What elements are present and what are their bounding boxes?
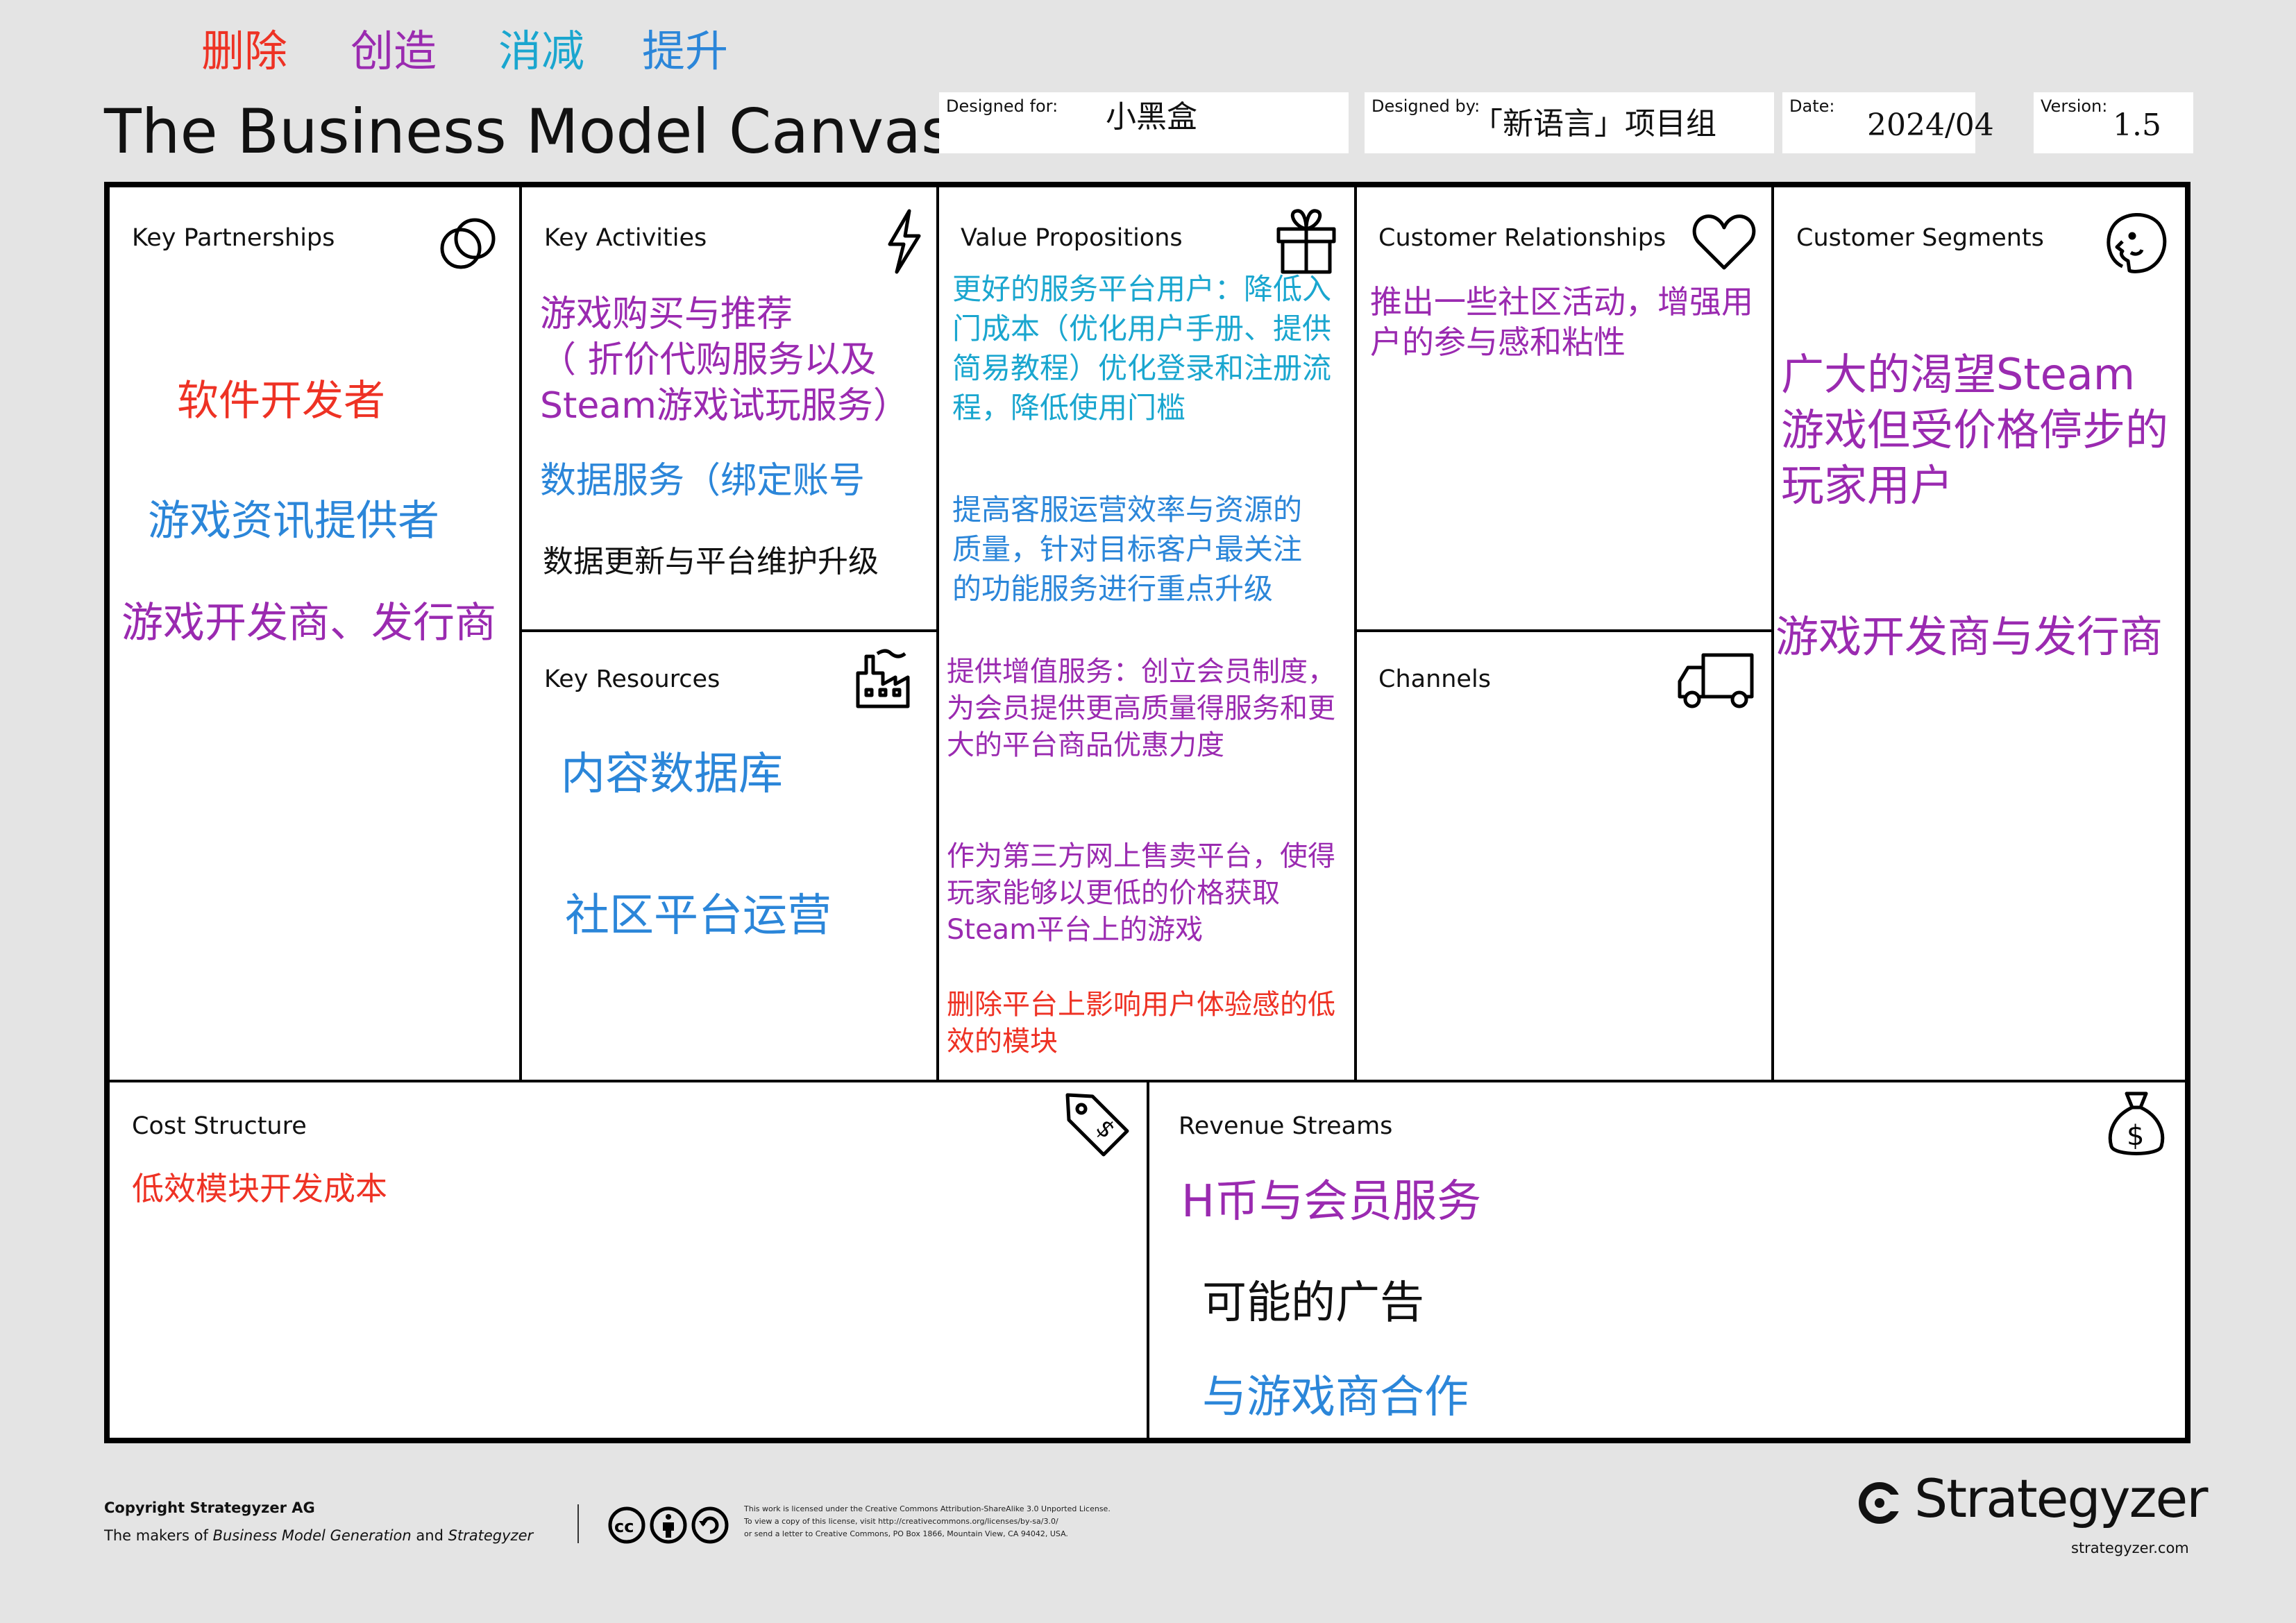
value-item: 删除平台上影响用户体验感的低效的模块 [947, 989, 1335, 1057]
divider [519, 629, 939, 632]
value-propositions-title: Value Propositions [961, 224, 1183, 252]
makers-company: Strategyzer [448, 1527, 534, 1544]
gift-icon [1273, 205, 1340, 275]
partner-item: 游戏开发商、发行商 [121, 599, 496, 647]
date-field[interactable]: Date: 2024/04 [1782, 92, 1994, 153]
truck-icon [1675, 651, 1756, 711]
channels-title: Channels [1378, 665, 1491, 693]
activity-item: 数据更新与平台维护升级 [543, 544, 879, 579]
makers-book: Business Model Generation [212, 1527, 412, 1544]
page-title: The Business Model Canvas [104, 96, 953, 167]
divider [1354, 187, 1357, 1082]
cost-structure-title: Cost Structure [132, 1112, 307, 1140]
activity-item: 游戏购买与推荐 [540, 294, 793, 335]
relationship-item: 推出一些社区活动，增强用户的参与感和粘性 [1370, 283, 1753, 361]
version-label: Version: [2041, 96, 2108, 116]
partner-item: 游戏资讯提供者 [148, 497, 439, 545]
key-resources-title: Key Resources [544, 665, 720, 693]
activity-item: Steam游戏试玩服务） [540, 385, 909, 427]
revenue-streams-title: Revenue Streams [1179, 1112, 1393, 1140]
partner-item: 软件开发者 [177, 377, 385, 425]
legend-create: 创造 [351, 26, 437, 76]
svg-text:cc: cc [614, 1517, 634, 1536]
version-field[interactable]: Version: 1.5 [2034, 92, 2193, 153]
date-label: Date: [1789, 96, 1835, 116]
divider [519, 187, 522, 1082]
makers-text: The makers of Business Model Generation … [104, 1527, 533, 1545]
revenue-item: 与游戏商合作 [1202, 1372, 1469, 1423]
segment-item: 游戏开发商与发行商 [1775, 611, 2163, 662]
segment-item: 广大的渴望Steam游戏但受价格停步的玩家用户 [1781, 349, 2169, 511]
footer-divider [577, 1504, 579, 1543]
designed-for-field[interactable]: Designed for: 小黑盒 [939, 92, 1349, 153]
copyright-text: Copyright Strategyzer AG [104, 1499, 315, 1516]
revenue-item: 可能的广告 [1202, 1277, 1424, 1329]
creative-commons-icon[interactable]: cc [607, 1506, 729, 1545]
face-icon [2102, 208, 2171, 278]
license-line: or send a letter to Creative Commons, PO… [744, 1529, 1068, 1538]
date-value: 2024/04 [1867, 108, 1994, 143]
makers-and: and [411, 1527, 448, 1544]
divider [1771, 187, 1774, 1082]
link-icon [434, 211, 501, 278]
svg-text:$: $ [2127, 1120, 2144, 1152]
designed-by-field[interactable]: Designed by: 「新语言」项目组 [1365, 92, 1774, 153]
money-bag-icon: $ [2103, 1089, 2170, 1162]
strategyzer-logo-icon [1859, 1482, 1902, 1524]
key-activities-title: Key Activities [544, 224, 707, 252]
cost-item: 低效模块开发成本 [132, 1170, 387, 1207]
value-item: 作为第三方网上售卖平台，使得玩家能够以更低的价格获取Steam平台上的游戏 [947, 840, 1335, 946]
business-model-canvas: Key Partnerships 软件开发者 游戏资讯提供者 游戏开发商、发行商… [104, 182, 2191, 1443]
license-line: This work is licensed under the Creative… [744, 1504, 1111, 1513]
divider [1147, 1080, 1149, 1438]
license-line[interactable]: To view a copy of this license, visit ht… [744, 1517, 1058, 1526]
designed-by-value: 「新语言」项目组 [1472, 106, 1716, 142]
heart-icon [1691, 212, 1757, 272]
factory-icon [852, 645, 919, 712]
price-tag-icon: $ [1062, 1089, 1131, 1159]
resource-item: 社区平台运营 [565, 890, 832, 942]
designed-for-value: 小黑盒 [1106, 99, 1197, 135]
brand-name: Strategyzer [1914, 1468, 2209, 1529]
key-partnerships-title: Key Partnerships [132, 224, 335, 252]
value-item: 提供增值服务：创立会员制度，为会员提供更高质量得服务和更大的平台商品优惠力度 [947, 656, 1335, 761]
activity-item: 数据服务（绑定账号 [540, 460, 866, 502]
value-item: 提高客服运营效率与资源的质量，针对目标客户最关注的功能服务进行重点升级 [952, 493, 1303, 606]
divider [1354, 629, 1774, 632]
customer-segments-title: Customer Segments [1796, 224, 2044, 252]
revenue-item: H币与会员服务 [1181, 1176, 1482, 1227]
designed-by-label: Designed by: [1371, 96, 1480, 116]
value-item: 更好的服务平台用户：降低入门成本（优化用户手册、提供简易教程）优化登录和注册流程… [952, 272, 1332, 425]
divider [936, 187, 939, 1082]
legend-raise: 提升 [642, 26, 729, 76]
resource-item: 内容数据库 [561, 749, 783, 800]
makers-prefix: The makers of [104, 1527, 213, 1544]
customer-relationships-title: Customer Relationships [1378, 224, 1666, 252]
legend-reduce: 消减 [498, 26, 585, 76]
version-value: 1.5 [2113, 108, 2161, 143]
website-link[interactable]: strategyzer.com [2071, 1540, 2189, 1556]
lightning-icon [883, 208, 925, 275]
designed-for-label: Designed for: [946, 96, 1058, 116]
activity-item: （ 折价代购服务以及 [540, 339, 877, 381]
legend-delete: 删除 [201, 26, 288, 76]
